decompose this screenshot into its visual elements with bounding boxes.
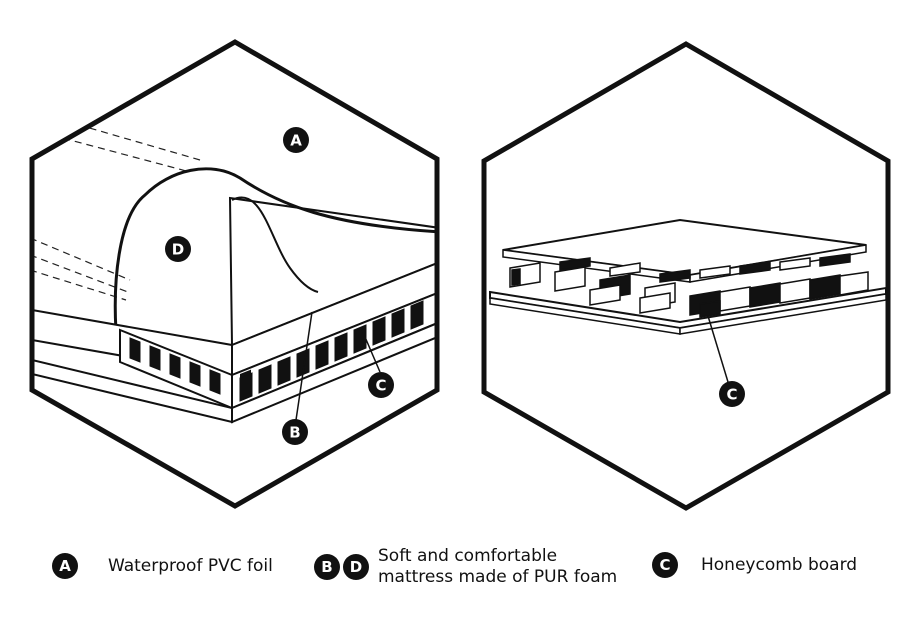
mattress-side-face [231, 260, 437, 377]
leader-line-b [295, 311, 313, 421]
legend-text-honeycomb: Honeycomb board [701, 554, 858, 575]
foil-inner-curve [231, 196, 319, 293]
right-honeycomb-core [509, 253, 869, 318]
left-label-c: C [368, 372, 394, 398]
legend-item-honeycomb: C Honeycomb board [652, 552, 857, 578]
left-label-d: D [165, 236, 191, 262]
svg-text:B: B [289, 424, 300, 442]
legend-badge-d: D [343, 554, 369, 580]
left-panel: A D C B [29, 39, 440, 509]
right-hexagon-frame [481, 41, 891, 511]
legend-badge-b: B [314, 554, 340, 580]
right-label-c: C [719, 381, 745, 407]
legend-badge-a: A [52, 553, 78, 579]
honeycomb-cells [129, 300, 424, 402]
svg-text:C: C [375, 377, 386, 395]
legend-text-pur-foam-line2: mattress made of PUR foam [378, 567, 618, 587]
right-top-board-side [689, 244, 867, 283]
left-hexagon-frame [29, 39, 440, 509]
right-top-board [502, 218, 867, 277]
mattress-top-surface [228, 196, 437, 347]
legend-text-pur-foam-line1: Soft and comfortable [378, 546, 558, 566]
left-label-b: B [282, 419, 308, 445]
svg-text:C: C [726, 386, 737, 404]
right-leader-line-c [707, 315, 729, 383]
left-label-a: A [283, 127, 309, 153]
legend-badge-c: C [652, 552, 678, 578]
left-panel-illustration [32, 117, 437, 424]
svg-text:A: A [290, 132, 302, 150]
foil-peel-curve [113, 167, 437, 356]
legend-item-pur-foam: B D Soft and comfortable mattress made o… [314, 546, 638, 588]
right-panel: C [481, 41, 891, 511]
legend-text-pur-foam: Soft and comfortable mattress made of PU… [378, 546, 638, 588]
legend-item-pvc-foil: A Waterproof PVC foil [52, 553, 273, 579]
svg-text:D: D [172, 241, 184, 259]
leader-line-c [361, 329, 381, 373]
legend-text-pvc-foil: Waterproof PVC foil [108, 555, 273, 576]
